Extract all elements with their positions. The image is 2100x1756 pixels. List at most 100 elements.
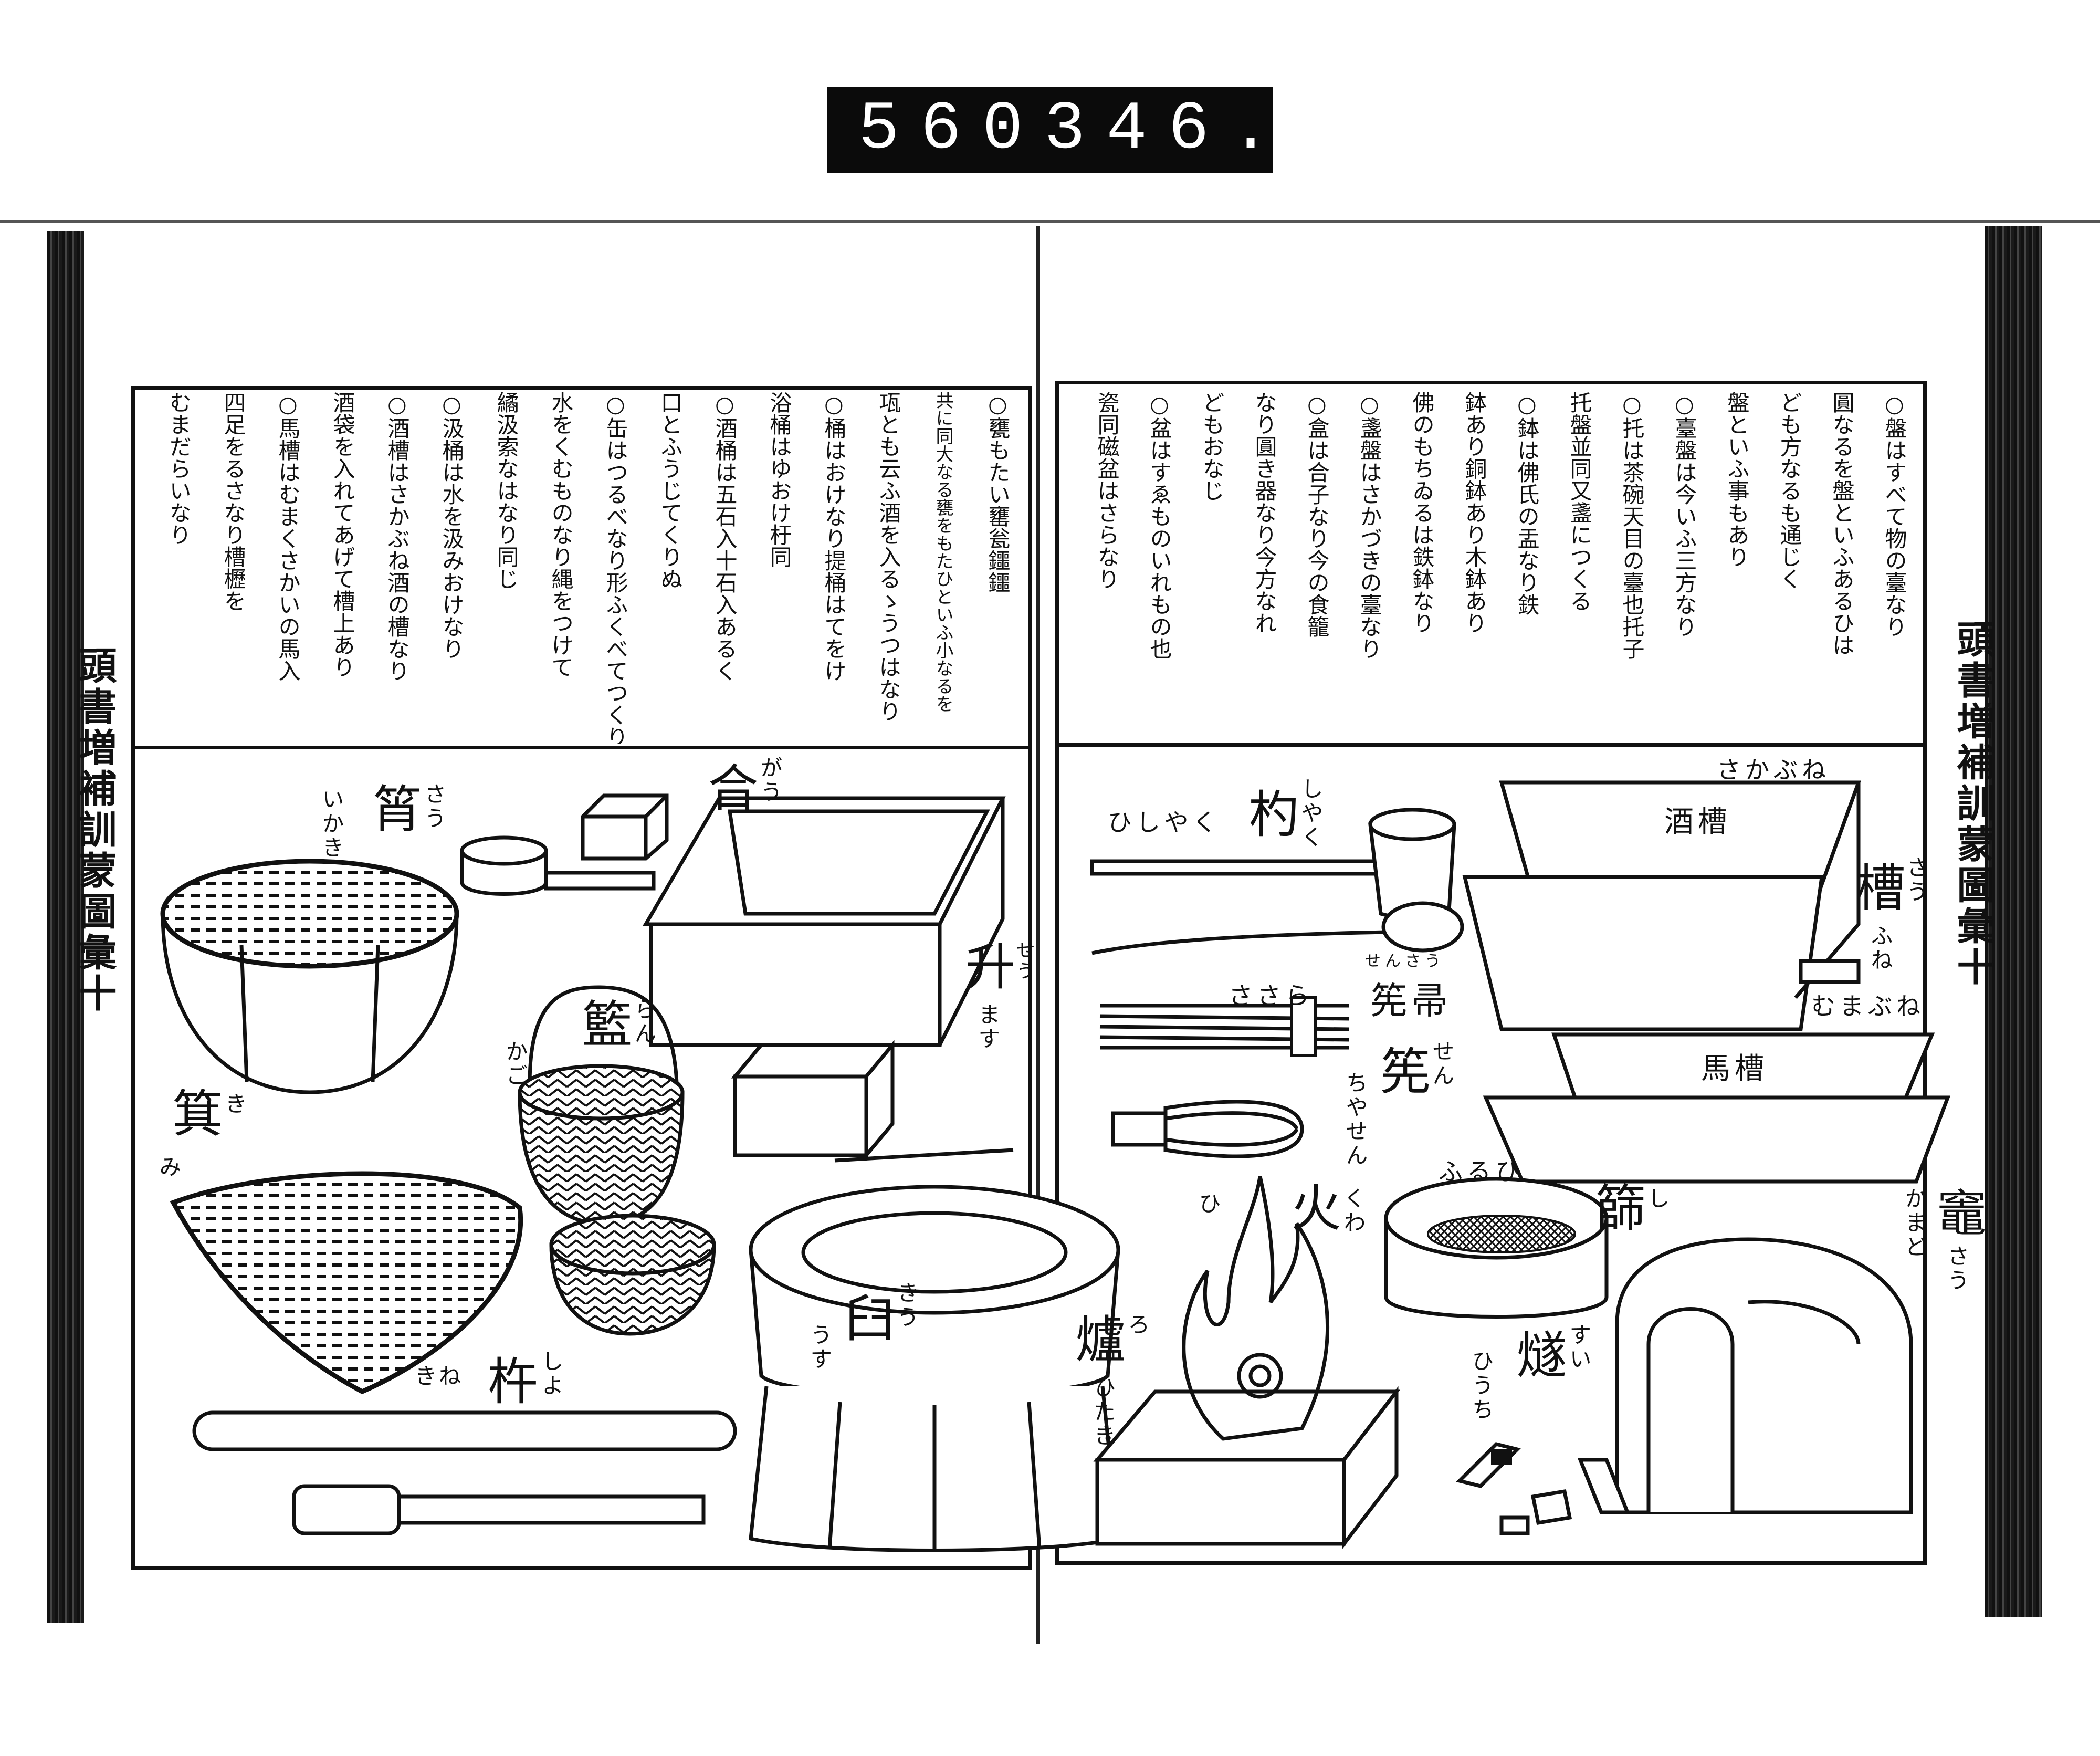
text-column: どもおなじ xyxy=(1199,391,1225,501)
gloss-chasen: ちやせん xyxy=(1342,1071,1368,1168)
sakabune-trough-drawing xyxy=(1462,780,1861,1031)
reading-usu: きう xyxy=(894,1281,919,1330)
text-column: ○馬槽はむまくさかいの馬入 xyxy=(275,391,301,682)
right-margin-title: 頭書増補訓蒙圖彙十 xyxy=(1950,620,1995,988)
label-furui: 篩 xyxy=(1587,1182,1645,1232)
text-column: ○鉢は佛氏の盂なり鉄 xyxy=(1514,391,1540,615)
kamado-stove-drawing xyxy=(1615,1237,1913,1514)
reading-hi: くわ xyxy=(1340,1187,1366,1235)
text-column: 繘汲索なはなり同じ xyxy=(494,391,519,590)
gloss-masu: ます xyxy=(975,1003,1001,1051)
text-column: ○缶はつるべなり形ふくべてつくり xyxy=(603,391,628,744)
reading-sasara: せんさう xyxy=(1365,952,1445,970)
gloss-sasara: ささら xyxy=(1228,981,1314,1010)
reading-chasen: せん xyxy=(1429,1040,1455,1088)
text-column: 酒袋を入れてあげて槽上あり xyxy=(330,391,355,678)
left-margin-title: 頭書増補訓蒙圖彙十 xyxy=(72,646,117,1015)
text-column: ○甕もたい罋瓮鑩鑩 xyxy=(985,391,1011,593)
hishaku-ladle-drawing xyxy=(1090,808,1464,955)
label-ran: 籃 xyxy=(573,998,632,1048)
label-masu: 升 xyxy=(957,940,1015,990)
text-column: ○酒槽はさかぶね酒の槽なり xyxy=(384,391,410,682)
counter-left: 560 xyxy=(858,91,1045,169)
book-top-edge xyxy=(0,220,2100,223)
reading-furui: し xyxy=(1644,1187,1670,1211)
reading-shou: さう xyxy=(421,782,447,831)
reading-ran: らん xyxy=(631,998,657,1046)
label-mi: 箕 xyxy=(164,1087,223,1137)
text-column: 圓なるを盤といふあるひは xyxy=(1829,391,1855,656)
label-sakabune-inner: 酒槽 xyxy=(1664,805,1731,839)
text-column: 瓷同磁盆はさらなり xyxy=(1094,391,1120,590)
text-column: 盤といふ事もあり xyxy=(1724,391,1750,568)
text-column: ○盞盤はさかづきの臺なり xyxy=(1357,391,1382,660)
label-umabune-inner: 馬槽 xyxy=(1701,1052,1768,1086)
hiuchi-flint-drawing xyxy=(1456,1442,1631,1535)
gloss-ro: ひたき xyxy=(1090,1376,1116,1448)
text-column: 浴桶はゆおけ杅同 xyxy=(766,391,792,568)
gloss-hiuchi: ひうち xyxy=(1468,1350,1494,1422)
kine-pestle-drawing xyxy=(192,1410,737,1535)
label-sasara: 筅帚 xyxy=(1370,979,1452,1022)
usu-mortar-drawing xyxy=(749,1185,1120,1552)
reading-sou: さう xyxy=(1903,856,1929,904)
right-page-divider xyxy=(1055,743,1927,747)
gloss-hishaku: ひしやく xyxy=(1108,808,1221,837)
reading-kine: しよ xyxy=(538,1350,564,1398)
furui-sieve-drawing xyxy=(1384,1177,1609,1319)
label-hishaku: 杓 xyxy=(1240,788,1299,838)
gloss-shou: いかき xyxy=(319,788,344,860)
text-column: むまだらいなり xyxy=(166,391,192,546)
gloss-sou: ふね xyxy=(1867,924,1893,973)
counter-right: 346. xyxy=(1044,91,1293,169)
label-chasen: 筅 xyxy=(1371,1045,1430,1095)
text-column: 瓨とも云ふ酒を入るゝうつはなり xyxy=(876,391,901,722)
text-column: ○盒は合子なり今の食籠 xyxy=(1304,391,1330,637)
left-page-frame xyxy=(131,386,1032,1570)
right-page-text: ○盤はすべて物の臺なり 圓なるを盤といふあるひは ども方なるも通じく 盤といふ事… xyxy=(1062,391,1920,740)
shou-basket-drawing xyxy=(160,859,459,1094)
page-counter-plate: 560 346. xyxy=(827,87,1273,173)
text-column: 托盤並同又盞につくる xyxy=(1567,391,1592,612)
label-furui-reading: ふるひ xyxy=(1438,1157,1524,1186)
mi-winnow-drawing xyxy=(170,1171,523,1394)
small-masu-drawing xyxy=(731,1040,1014,1163)
reading-ro: ろ xyxy=(1125,1313,1150,1337)
gloss-kine: きね xyxy=(415,1363,464,1389)
gloss-kamado: かまど xyxy=(1902,1187,1927,1259)
text-column: 共に同大なる甕をもたひといふ小なるを xyxy=(932,391,953,713)
reading-mi: き xyxy=(222,1092,247,1116)
gloss-ran: かご xyxy=(502,1040,528,1088)
text-column: 水をくむものなり縄をつけて xyxy=(548,391,574,678)
right-page-frame xyxy=(1055,381,1927,1565)
label-umabune-reading: むまぶね xyxy=(1811,992,1925,1020)
left-page-text: ○甕もたい罋瓮鑩鑩 共に同大なる甕をもたひといふ小なるを 瓨とも云ふ酒を入るゝう… xyxy=(138,391,1025,744)
label-ro: 爐 xyxy=(1067,1313,1126,1363)
text-column: 鉢あり銅鉢あり木鉢あり xyxy=(1462,391,1487,634)
dipper-drawing xyxy=(460,835,656,896)
text-column: 四足をるさなり槽櫪を xyxy=(220,391,246,612)
masu-box-drawing xyxy=(642,796,1006,1047)
reading-gou: がう xyxy=(757,756,783,804)
label-hi: 火 xyxy=(1282,1182,1341,1232)
reading-hiuchi: すい xyxy=(1566,1323,1592,1372)
label-shou: 筲 xyxy=(363,782,422,833)
label-kamado: 竈 xyxy=(1928,1187,1987,1237)
label-sou: 槽 xyxy=(1846,861,1905,912)
gloss-hi: ひ xyxy=(1195,1192,1221,1216)
gloss-usu: うす xyxy=(807,1323,833,1372)
text-column: ○桶はおけなり提桶はてをけ xyxy=(821,391,847,682)
label-usu: 臼 xyxy=(836,1292,895,1342)
gloss-mi: み xyxy=(156,1155,182,1179)
hi-fire-drawing xyxy=(1182,1176,1330,1441)
label-sakabune-reading: さかぶね xyxy=(1717,756,1830,784)
text-column: ○臺盤は今いふ三方なり xyxy=(1672,391,1697,637)
reading-hishaku: しやく xyxy=(1298,777,1324,850)
text-column: ○酒桶は五石入十石入あるく xyxy=(712,391,738,682)
label-hiuchi: 燧 xyxy=(1508,1329,1567,1379)
text-column: ○托は茶碗天目の臺也托子 xyxy=(1619,391,1645,660)
label-gou: 合 xyxy=(699,761,758,812)
text-column: ○盤はすべて物の臺なり xyxy=(1882,391,1907,637)
lower-basket-drawing xyxy=(549,1214,716,1336)
